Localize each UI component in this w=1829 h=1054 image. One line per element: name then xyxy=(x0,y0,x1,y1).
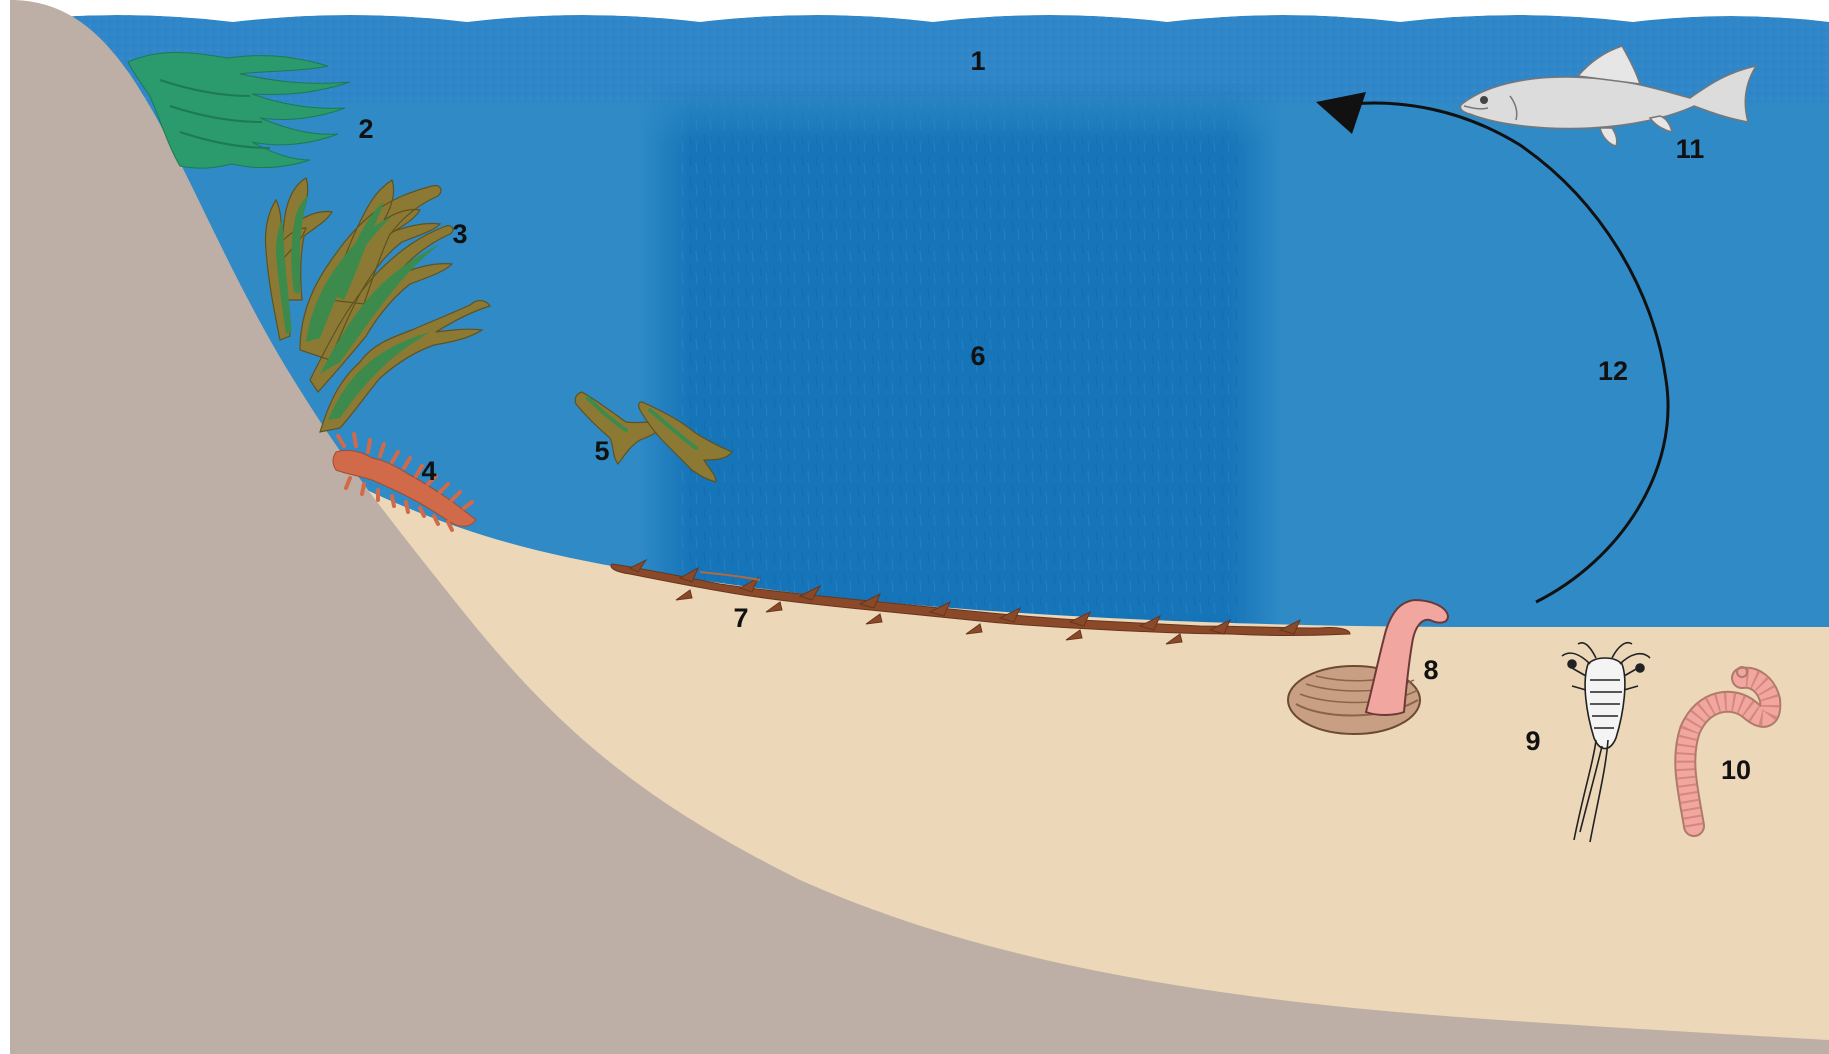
label-2: 2 xyxy=(358,114,373,144)
label-1: 1 xyxy=(970,46,985,76)
label-9: 9 xyxy=(1525,726,1540,756)
label-8: 8 xyxy=(1423,655,1438,685)
label-10: 10 xyxy=(1721,755,1751,785)
label-12: 12 xyxy=(1598,356,1628,386)
label-4: 4 xyxy=(421,456,436,486)
left-margin xyxy=(0,0,10,1054)
label-3: 3 xyxy=(452,219,467,249)
label-5: 5 xyxy=(594,436,609,466)
label-7: 7 xyxy=(733,603,748,633)
water-column xyxy=(640,80,1280,640)
label-6: 6 xyxy=(970,341,985,371)
label-11: 11 xyxy=(1676,134,1705,164)
